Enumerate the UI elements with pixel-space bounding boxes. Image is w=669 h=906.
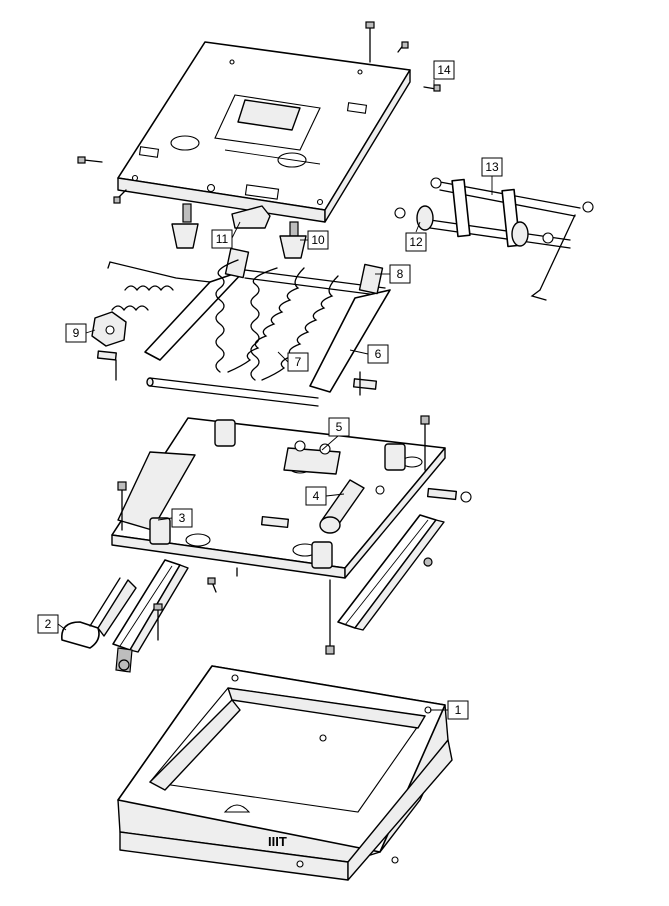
middle-slide-plate xyxy=(111,415,472,593)
callout-4: 4 xyxy=(305,486,345,506)
callout-10: 10 xyxy=(300,230,329,250)
callout-1: 1 xyxy=(430,700,469,720)
callout-number: 8 xyxy=(397,267,404,281)
callout-6: 6 xyxy=(349,344,389,364)
suspension-frame xyxy=(96,247,391,407)
slide-rail-right xyxy=(325,514,445,655)
shaft-assembly xyxy=(394,177,594,301)
callout-5: 5 xyxy=(321,417,350,451)
callout-3: 3 xyxy=(157,508,193,528)
callout-number: 11 xyxy=(216,232,229,246)
callout-number: 10 xyxy=(311,233,325,247)
spring-left xyxy=(215,259,305,373)
callout-14: 14 xyxy=(433,60,455,87)
callout-8: 8 xyxy=(375,264,411,284)
callout-number: 13 xyxy=(485,160,499,174)
base-frame: IIIT xyxy=(117,665,453,881)
base-stamp-text: IIIT xyxy=(268,834,287,849)
callout-13: 13 xyxy=(481,157,503,195)
bump-stop-left xyxy=(171,203,199,249)
callout-number: 1 xyxy=(455,703,462,717)
callout-12: 12 xyxy=(405,221,427,252)
wedge-block xyxy=(231,205,271,229)
release-handle xyxy=(61,577,137,649)
callout-number: 7 xyxy=(295,355,302,369)
callout-7: 7 xyxy=(277,351,309,372)
callout-number: 9 xyxy=(73,326,80,340)
callout-9: 9 xyxy=(65,323,96,343)
callout-number: 6 xyxy=(375,347,382,361)
callout-11: 11 xyxy=(211,221,241,249)
top-mounting-plate xyxy=(77,21,441,223)
spring-right xyxy=(250,267,339,381)
callout-number: 5 xyxy=(336,420,343,434)
callout-number: 14 xyxy=(437,63,451,77)
callout-2: 2 xyxy=(37,614,67,634)
bump-stop-right xyxy=(279,221,307,259)
callout-number: 4 xyxy=(313,489,320,503)
callout-number: 3 xyxy=(179,511,186,525)
screw-icon xyxy=(77,21,441,204)
callout-number: 2 xyxy=(45,617,52,631)
slide-rail-left xyxy=(112,559,189,673)
height-adjuster xyxy=(91,261,211,347)
callout-number: 12 xyxy=(409,235,423,249)
